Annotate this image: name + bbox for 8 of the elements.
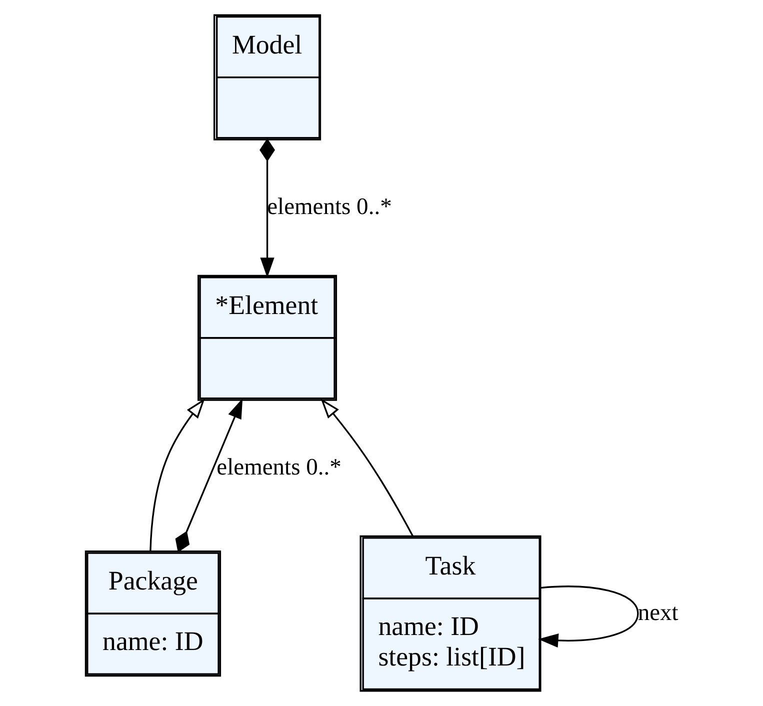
edge-label: elements 0..* [266,194,392,220]
arrow [259,138,274,278]
edge-label: next [637,600,678,626]
edge-label: elements 0..* [216,454,341,480]
arrow [538,586,638,648]
arrow [320,398,414,537]
arrow [149,398,204,552]
arrow [174,398,242,552]
